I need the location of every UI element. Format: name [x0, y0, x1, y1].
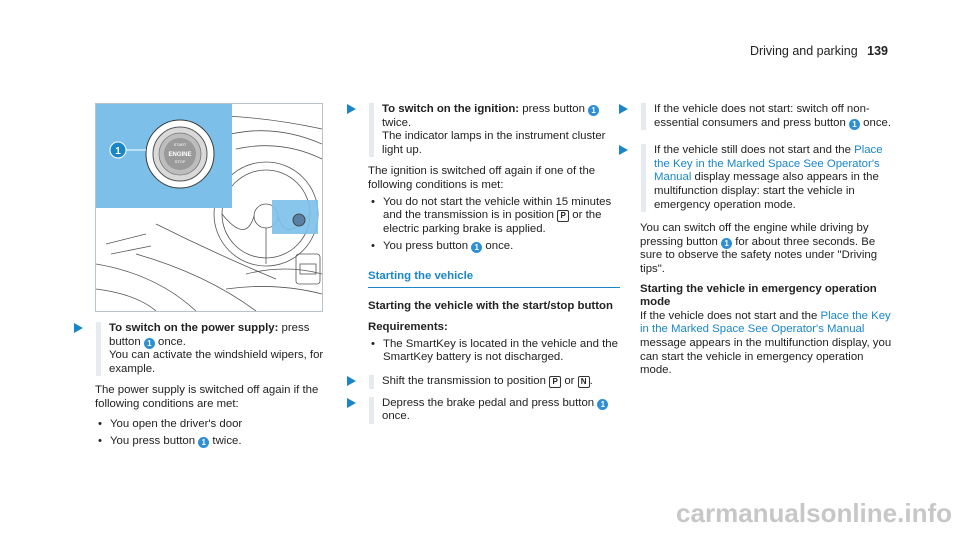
- dashboard-drawing: START ENGINE STOP 1: [96, 104, 322, 311]
- button-label-start: START: [174, 142, 187, 147]
- p-key-icon: P: [557, 210, 570, 223]
- p-key-icon: P: [549, 375, 562, 388]
- intro-text: The power supply is switched off again i…: [95, 384, 319, 410]
- emergency-paragraph: If the vehicle does not start and the Pl…: [640, 309, 892, 377]
- n-key-icon: N: [577, 375, 590, 388]
- display-message-link[interactable]: Place the Key in the Marked Space See Op…: [640, 309, 891, 336]
- conditions-list: You open the driver's door You press but…: [95, 418, 331, 449]
- column-2: To switch on the ignition: press button …: [347, 103, 620, 432]
- step-title: To switch on the ignition:: [382, 103, 520, 115]
- display-message-link[interactable]: Place the Key in the Marked Space See Op…: [654, 144, 883, 184]
- intro-text: The ignition is switched off again if on…: [368, 165, 596, 191]
- list-item: You press button 1 twice.: [95, 435, 331, 449]
- step-note: You can activate the windshield wipers, …: [109, 349, 324, 375]
- shift-step: Shift the transmission to position P or …: [347, 374, 620, 389]
- subsection-title: Starting the vehicle with the start/stop…: [368, 299, 613, 312]
- step-note: The indicator lamps in the instrument cl…: [382, 130, 606, 156]
- step-arrow-icon: [619, 104, 628, 114]
- callout-1-icon: 1: [198, 437, 210, 449]
- callout-number: 1: [115, 146, 121, 157]
- power-supply-step: To switch on the power supply: press but…: [74, 322, 331, 377]
- step-arrow-icon: [74, 323, 83, 333]
- emergency-title: Starting the vehicle in emergency operat…: [640, 282, 877, 309]
- callout-1-icon: 1: [597, 398, 609, 410]
- page-number: 139: [867, 44, 888, 58]
- emergency-step: If the vehicle still does not start and …: [619, 144, 895, 213]
- list-item: The SmartKey is located in the vehicle a…: [368, 338, 620, 365]
- callout-1-icon: 1: [471, 242, 483, 254]
- callout-1-icon: 1: [588, 105, 600, 116]
- step-arrow-icon: [619, 145, 628, 156]
- step-arrow-icon: [347, 104, 356, 114]
- dashboard-illustration: START ENGINE STOP 1: [95, 103, 323, 312]
- list-item: You do not start the vehicle within 15 m…: [368, 196, 620, 237]
- brake-step: Depress the brake pedal and press button…: [347, 396, 620, 424]
- button-label-engine: ENGINE: [168, 152, 191, 158]
- column-1: To switch on the power supply: press but…: [74, 322, 331, 453]
- callout-1-icon: 1: [143, 337, 155, 349]
- page-header: Driving and parking 139: [750, 44, 888, 58]
- list-item: You press button 1 once.: [368, 240, 620, 254]
- callout-1-icon: 1: [849, 118, 861, 130]
- step-arrow-icon: [347, 375, 356, 386]
- list-item: You open the driver's door: [95, 418, 331, 432]
- requirements-label: Requirements:: [368, 321, 448, 334]
- ignition-step: To switch on the ignition: press button …: [347, 103, 620, 158]
- requirements-list: The SmartKey is located in the vehicle a…: [368, 338, 620, 365]
- watermark: carmanualsonline.info: [676, 498, 952, 528]
- start-stop-button-graphic: [145, 119, 215, 189]
- step-arrow-icon: [347, 397, 356, 408]
- no-start-step: If the vehicle does not start: switch of…: [619, 103, 895, 131]
- conditions-list: You do not start the vehicle within 15 m…: [368, 196, 620, 254]
- engine-off-paragraph: You can switch off the engine while driv…: [640, 222, 878, 275]
- callout-1-icon: 1: [721, 237, 733, 249]
- column-3: If the vehicle does not start: switch of…: [619, 103, 895, 384]
- section-name: Driving and parking: [749, 44, 858, 58]
- step-title: To switch on the power supply:: [109, 322, 279, 334]
- section-title: Starting the vehicle: [368, 270, 620, 288]
- button-label-stop: STOP: [175, 159, 186, 164]
